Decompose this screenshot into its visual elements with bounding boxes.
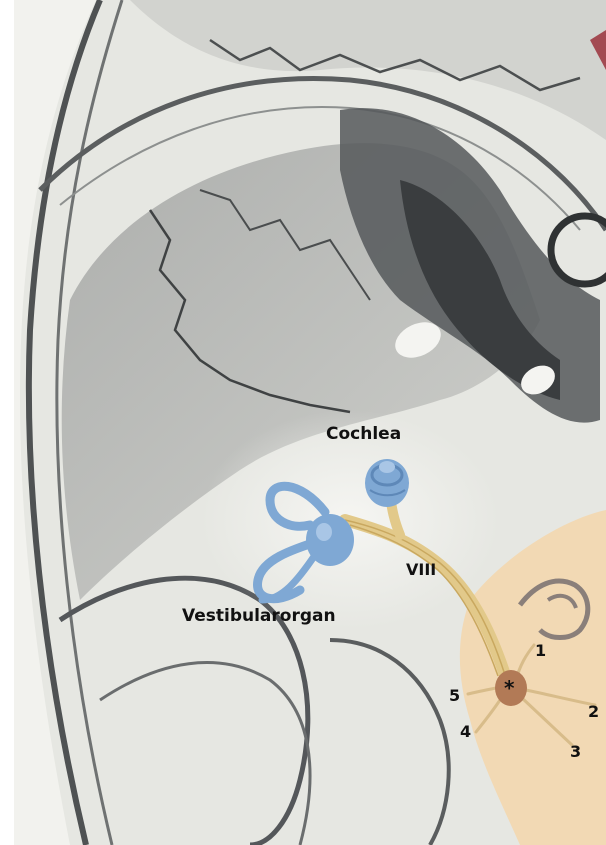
branch-4-label: 4 <box>460 722 471 741</box>
branch-1-label: 1 <box>535 641 546 660</box>
left-margin <box>0 0 14 845</box>
vestibule <box>306 514 354 566</box>
vestibule-highlight <box>316 523 332 541</box>
cochlea-label: Cochlea <box>326 424 401 444</box>
branch-2-label: 2 <box>588 702 599 721</box>
branch-5-label: 5 <box>449 686 460 705</box>
branch-3-label: 3 <box>570 742 581 761</box>
cochlea <box>365 459 409 507</box>
cochlea-apex <box>379 461 395 473</box>
vestibular-organ-label: Vestibularorgan <box>182 606 336 626</box>
nerve-viii-label: VIII <box>406 560 436 579</box>
nucleus-asterisk: * <box>504 676 514 700</box>
